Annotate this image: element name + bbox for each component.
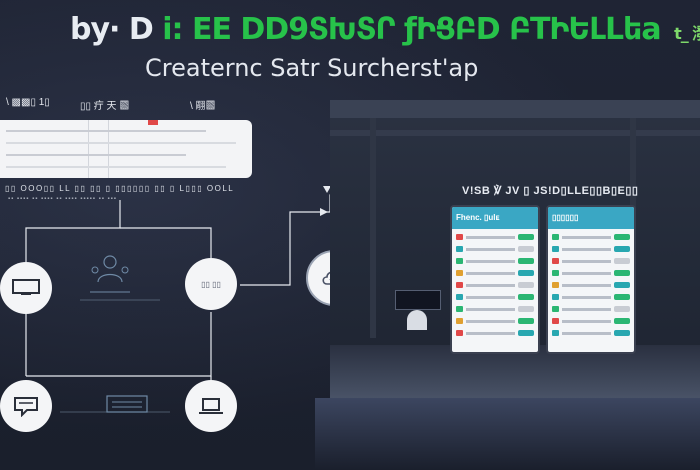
timeline-row — [6, 142, 236, 144]
chat-bubble-icon — [14, 397, 38, 417]
list-item — [456, 329, 534, 337]
floor — [330, 345, 700, 400]
workstation — [395, 290, 445, 330]
timeline-divider — [88, 120, 89, 178]
keyboard-icon — [106, 395, 148, 413]
person-figure — [407, 310, 427, 330]
node-process[interactable]: ▯▯ ▯▯ — [185, 258, 237, 310]
ceiling-beam — [330, 100, 700, 118]
page-title: by· D i: EE DD9ՏԽՏՐ ƒԻՑԲD ԲTԻԵԼLեa t_ 潑 — [70, 12, 700, 47]
monitor-icon — [12, 279, 40, 295]
list-item — [456, 317, 534, 325]
flow-labels: \ ▩▩▯ 1▯ ▯▯ 疔 天 ▩ \ 翢▩ — [0, 97, 260, 112]
timeline-row — [6, 166, 226, 168]
list-item — [552, 317, 630, 325]
phone-left-header: Fhenc. ▯ulᴇ — [452, 207, 538, 229]
timeline-row — [6, 154, 186, 156]
phone-mockup-right[interactable]: ▯▯▯▯▯▯ — [546, 205, 636, 354]
flow-label-3: \ 翢▩ — [190, 101, 216, 112]
flow-caption-secondary: ▪▪ ▪▪▪▪ ▪▪ ▪▪▪▪ ▪▪ ▪▪▪▪ ▪▪▪▪▪ ▪▪ ▪▪▪ — [8, 196, 117, 202]
pillar — [370, 118, 376, 338]
flow-label-2: ▯▯ 疔 天 ▩ — [80, 101, 130, 112]
page-subtitle: Creaternc Satr Surcherst'ap — [145, 54, 479, 82]
node-process-label: ▯▯ ▯▯ — [201, 279, 221, 289]
node-laptop[interactable] — [185, 380, 237, 432]
list-item — [552, 269, 630, 277]
stage-floor-glow — [315, 398, 700, 470]
display-heading: V!SB ℣ JV ▯ JS!D▯LLE▯▯B▯E▯▯ — [462, 185, 639, 197]
title-suffix: t_ 潑 — [674, 24, 700, 43]
laptop-icon — [199, 398, 223, 414]
node-monitor[interactable] — [0, 262, 52, 314]
list-item — [456, 245, 534, 253]
node-chat[interactable] — [0, 380, 52, 432]
timeline-divider — [108, 120, 109, 178]
timeline-panel — [0, 120, 252, 178]
list-item — [552, 233, 630, 241]
list-item — [456, 233, 534, 241]
desk-monitor — [395, 290, 441, 310]
list-item — [456, 257, 534, 265]
ceiling-beam — [330, 130, 700, 136]
title-prefix: by· D — [70, 12, 154, 47]
phone-right-header: ▯▯▯▯▯▯ — [548, 207, 634, 229]
timeline-accent-marker — [148, 120, 158, 125]
flow-label-1: \ ▩▩▯ 1▯ — [6, 97, 50, 108]
list-item — [552, 245, 630, 253]
flow-caption: ▯▯ OOO▯▯ LL ▯▯ ▯▯ ▯ ▯▯▯▯▯▯ ▯▯ ▯ L▯▯▯ OOL… — [5, 184, 235, 193]
timeline-row — [6, 130, 206, 132]
phone-mockup-left[interactable]: Fhenc. ▯ulᴇ — [450, 205, 540, 354]
list-item — [456, 281, 534, 289]
list-item — [456, 305, 534, 313]
list-item — [552, 329, 630, 337]
list-item — [552, 293, 630, 301]
list-item — [456, 269, 534, 277]
list-item — [552, 281, 630, 289]
title-main: i: EE DD9ՏԽՏՐ ƒԻՑԲD ԲTԻԵԼLեa — [162, 12, 661, 47]
list-item — [552, 257, 630, 265]
list-item — [552, 305, 630, 313]
list-item — [456, 293, 534, 301]
team-network-icon — [90, 255, 130, 293]
